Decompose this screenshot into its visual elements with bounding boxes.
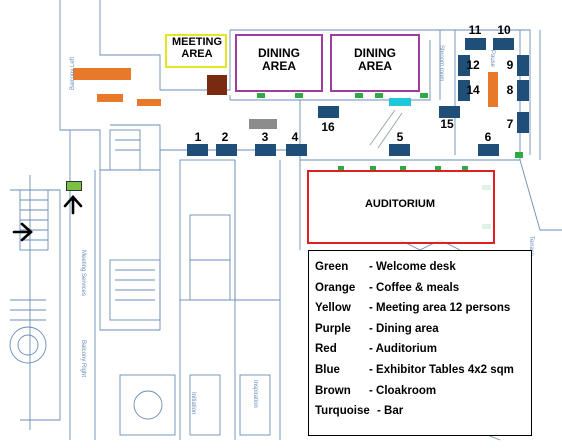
- exhibitor-table: [517, 80, 529, 101]
- legend-value: - Exhibitor Tables 4x2 sqm: [369, 363, 514, 376]
- legend-row: Orange - Coffee & meals: [315, 278, 531, 299]
- table-number: 10: [497, 23, 511, 37]
- table-number: 11: [468, 23, 482, 37]
- table-number: 16: [321, 120, 335, 134]
- plan-label: Shroom room: [438, 45, 444, 82]
- table-number: 3: [261, 130, 269, 144]
- plan-label: Balcony Right: [80, 340, 86, 378]
- table-number: 15: [440, 117, 454, 131]
- bar: [389, 98, 411, 106]
- table-number: 4: [291, 130, 299, 144]
- legend-row: Purple - Dining area: [315, 319, 531, 340]
- legend-row: Brown - Cloakroom: [315, 381, 531, 402]
- plan-label: Pause: [489, 50, 495, 68]
- dining-area-1-label: DINING AREA: [258, 46, 300, 73]
- table-number: 7: [506, 117, 514, 131]
- exhibitor-table: [318, 106, 339, 118]
- plan-label: Balcony Left: [70, 56, 76, 90]
- exhibitor-table: [255, 144, 276, 156]
- legend-value: - Auditorium: [369, 343, 437, 356]
- coffee-station: [488, 72, 498, 107]
- dining-area-2-label: DINING AREA: [354, 46, 396, 73]
- legend-value: - Bar: [377, 405, 404, 418]
- legend: Green - Welcome desk Orange - Coffee & mea…: [308, 250, 532, 436]
- coffee-station: [137, 99, 161, 106]
- plan-label: Meeting Services: [80, 250, 86, 297]
- dining-area-2: [330, 34, 420, 92]
- legend-key: Turquoise: [315, 405, 370, 418]
- legend-row: Red - Auditorium: [315, 339, 531, 360]
- table-number: 2: [221, 130, 229, 144]
- exhibitor-table: [458, 55, 470, 76]
- table-number: 6: [484, 130, 492, 144]
- legend-key: Yellow: [315, 302, 351, 315]
- dining-area-1: [235, 34, 323, 92]
- exhibitor-table: [478, 144, 499, 156]
- table-number: 8: [506, 83, 514, 97]
- legend-row: Green - Welcome desk: [315, 257, 531, 278]
- exhibitor-table: [187, 144, 208, 156]
- coffee-station: [97, 94, 123, 102]
- cloakroom: [207, 75, 227, 95]
- table-number: 14: [466, 83, 480, 97]
- exhibitor-table: [517, 112, 529, 133]
- table-number: 12: [466, 58, 480, 72]
- auditorium: [307, 170, 495, 244]
- exhibitor-table: [493, 38, 514, 50]
- exhibitor-table: [465, 38, 486, 50]
- auditorium-label: AUDITORIUM: [364, 198, 436, 210]
- exhibitor-table: [216, 144, 237, 156]
- legend-key: Purple: [315, 322, 351, 335]
- arrow-right-icon: [12, 222, 33, 242]
- plan-label: Initiation: [190, 392, 196, 415]
- exhibitor-table: [517, 55, 529, 76]
- legend-row: Turquoise - Bar: [315, 401, 531, 422]
- legend-key: Orange: [315, 281, 356, 294]
- table-number: 9: [506, 58, 514, 72]
- exhibitor-table: [439, 106, 460, 118]
- table-number: 5: [396, 130, 404, 144]
- meeting-area: [165, 34, 227, 68]
- legend-value: - Meeting area 12 persons: [369, 302, 511, 315]
- arrow-up-icon: [63, 195, 83, 215]
- table-number: 1: [194, 130, 202, 144]
- legend-value: - Dining area: [369, 322, 439, 335]
- legend-row: Blue - Exhibitor Tables 4x2 sqm: [315, 360, 531, 381]
- exhibitor-table: [286, 144, 307, 156]
- legend-key: Blue: [315, 363, 340, 376]
- legend-key: Green: [315, 261, 349, 273]
- welcome-desk: [66, 181, 82, 191]
- legend-row: Yellow - Meeting area 12 persons: [315, 298, 531, 319]
- exhibitor-table: [389, 144, 410, 156]
- legend-value: - Cloakroom: [369, 384, 437, 397]
- legend-value: - Welcome desk: [369, 261, 456, 273]
- exhibitor-table: [458, 80, 470, 101]
- legend-value: - Coffee & meals: [369, 281, 460, 294]
- legend-key: Red: [315, 343, 337, 356]
- meeting-area-label: MEETING AREA: [171, 36, 223, 60]
- plan-label: Inspiration: [252, 380, 258, 408]
- coffee-station: [73, 68, 131, 80]
- legend-key: Brown: [315, 384, 351, 397]
